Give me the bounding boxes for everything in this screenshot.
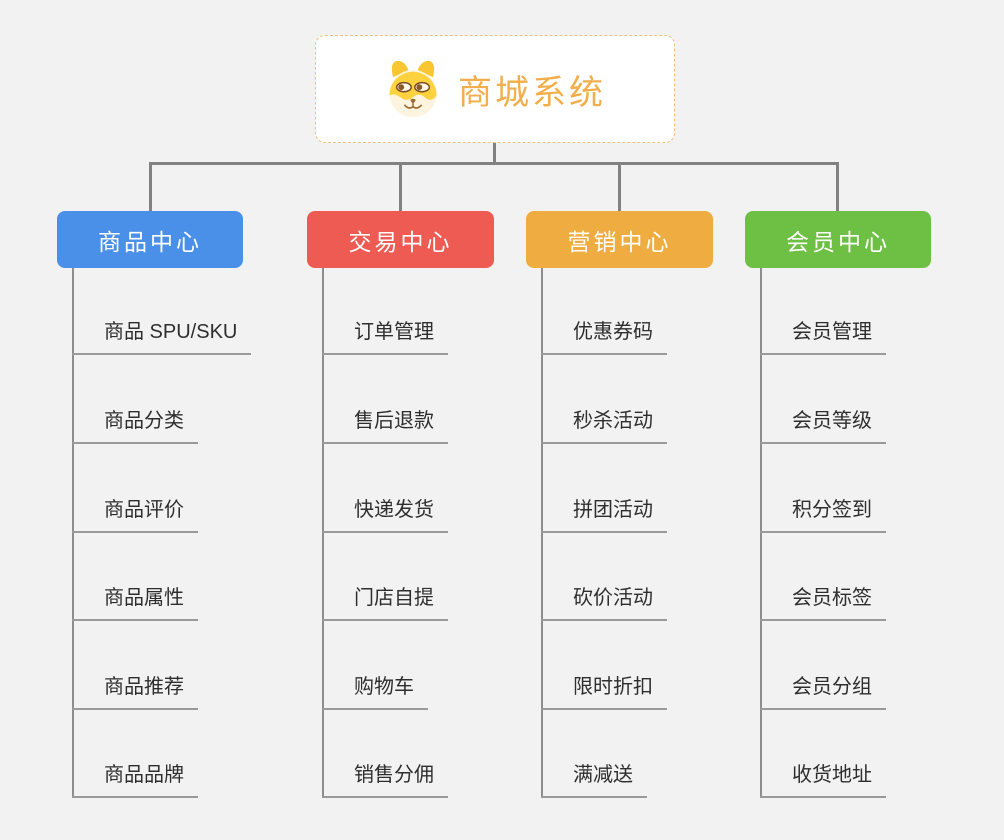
connector-drop-trade — [399, 164, 402, 211]
leaf-node[interactable]: 商品 SPU/SKU — [72, 317, 252, 355]
leaf-node[interactable]: 秒杀活动 — [541, 406, 667, 444]
shiba-dog-icon — [389, 60, 437, 118]
branch-node-members[interactable]: 会员中心 — [745, 211, 931, 268]
leaf-node[interactable]: 会员等级 — [760, 406, 886, 444]
connector-branch-bus — [149, 162, 839, 165]
leaf-node[interactable]: 会员标签 — [760, 583, 886, 621]
leaf-node[interactable]: 订单管理 — [322, 317, 448, 355]
leaf-node[interactable]: 商品评价 — [72, 495, 198, 533]
root-node[interactable]: 商城系统 — [315, 35, 675, 143]
branch-node-trade[interactable]: 交易中心 — [307, 211, 494, 268]
branch-node-marketing[interactable]: 营销中心 — [526, 211, 713, 268]
column-trunk-marketing — [541, 268, 543, 798]
branch-label: 会员中心 — [786, 228, 890, 255]
leaf-node[interactable]: 拼团活动 — [541, 495, 667, 533]
column-trunk-products — [72, 268, 74, 798]
leaf-node[interactable]: 积分签到 — [760, 495, 886, 533]
leaf-node[interactable]: 限时折扣 — [541, 672, 667, 710]
connector-drop-products — [149, 164, 152, 211]
root-title: 商城系统 — [458, 73, 606, 112]
branch-label: 营销中心 — [567, 228, 672, 255]
leaf-node[interactable]: 购物车 — [322, 672, 428, 710]
leaf-node[interactable]: 快递发货 — [322, 495, 448, 533]
leaf-node[interactable]: 销售分佣 — [322, 760, 448, 798]
leaf-node[interactable]: 会员分组 — [760, 672, 886, 710]
connector-drop-members — [836, 164, 839, 211]
branch-label: 交易中心 — [348, 228, 453, 255]
leaf-node[interactable]: 门店自提 — [322, 583, 448, 621]
branch-node-products[interactable]: 商品中心 — [57, 211, 243, 268]
leaf-node[interactable]: 商品分类 — [72, 406, 198, 444]
leaf-node[interactable]: 砍价活动 — [541, 583, 667, 621]
column-trunk-members — [760, 268, 762, 798]
column-trunk-trade — [322, 268, 324, 798]
leaf-node[interactable]: 商品推荐 — [72, 672, 198, 710]
leaf-node[interactable]: 商品品牌 — [72, 760, 198, 798]
leaf-node[interactable]: 售后退款 — [322, 406, 448, 444]
leaf-node[interactable]: 商品属性 — [72, 583, 198, 621]
leaf-node[interactable]: 会员管理 — [760, 317, 886, 355]
leaf-node[interactable]: 收货地址 — [760, 760, 886, 798]
leaf-node[interactable]: 满减送 — [541, 760, 647, 798]
leaf-node[interactable]: 优惠券码 — [541, 317, 667, 355]
branch-label: 商品中心 — [98, 228, 202, 255]
connector-drop-marketing — [618, 164, 621, 211]
connector-root-trunk — [493, 143, 496, 164]
